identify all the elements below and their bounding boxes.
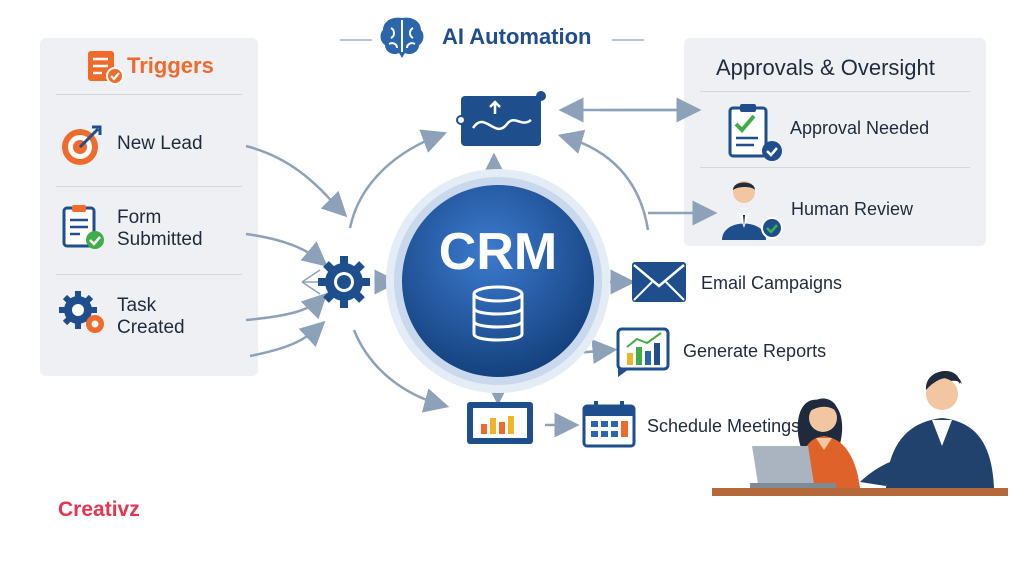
form-check-icon xyxy=(62,205,104,249)
trigger-label-new-lead: New Lead xyxy=(117,133,203,154)
brand-logo: Creativz xyxy=(58,498,140,521)
triggers-divider xyxy=(56,274,242,275)
trigger-label-form-submitted: Form Submitted xyxy=(117,207,203,250)
report-chart-icon[interactable] xyxy=(615,325,673,381)
gears-icon xyxy=(59,291,104,333)
database-icon xyxy=(472,285,524,342)
approval-needed-label: Approval Needed xyxy=(790,118,930,138)
trigger-list-icon xyxy=(88,51,124,85)
crm-label: CRM xyxy=(438,223,558,281)
approvals-divider xyxy=(700,167,970,168)
generate-reports-label: Generate Reports xyxy=(683,341,827,361)
human-review-label: Human Review xyxy=(791,199,914,219)
target-icon xyxy=(62,125,102,165)
envelope-icon[interactable] xyxy=(630,260,688,304)
brain-icon xyxy=(380,17,424,58)
clipboard-check-icon xyxy=(728,104,782,161)
approvals-divider xyxy=(700,91,970,92)
calendar-icon[interactable] xyxy=(582,400,638,448)
header-title: AI Automation xyxy=(442,24,592,49)
crm-hub[interactable] xyxy=(383,166,613,396)
email-campaigns-label: Email Campaigns xyxy=(701,273,843,293)
dashboard-icon[interactable] xyxy=(465,400,535,448)
team-illustration xyxy=(712,371,1008,496)
triggers-divider xyxy=(56,186,242,187)
approvals-title: Approvals & Oversight xyxy=(716,55,935,80)
ai-gear-icon[interactable] xyxy=(300,252,382,312)
reviewer-icon xyxy=(722,181,783,240)
triggers-title: Triggers xyxy=(127,53,214,78)
schedule-meetings-label: Schedule Meetings xyxy=(647,416,801,436)
triggers-divider xyxy=(56,94,242,95)
header-rule-left xyxy=(340,39,644,41)
trigger-label-task-created: Task Created xyxy=(117,295,185,338)
workflow-icon[interactable] xyxy=(455,90,549,150)
